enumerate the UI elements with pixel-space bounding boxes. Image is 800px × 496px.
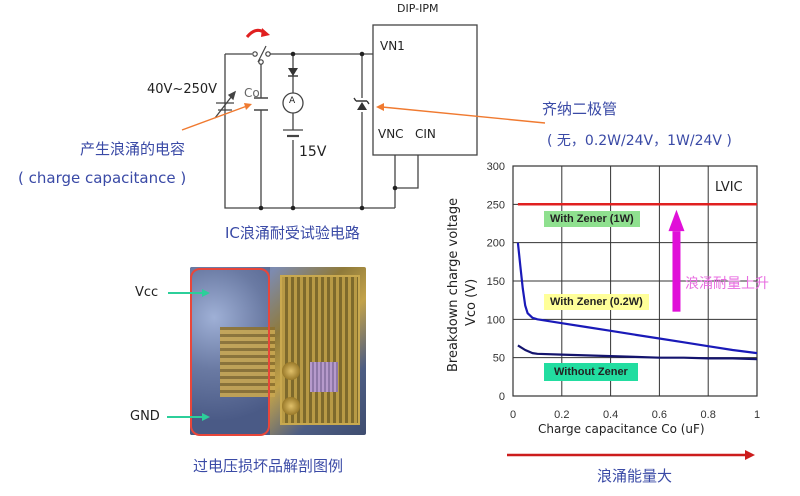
zener-annotation-cn: 齐纳二极管 [542,100,618,118]
chart-ticks: 0 0.2 0.4 0.6 0.8 1 0 50 100 150 200 250 300 [487,161,760,421]
surge-rise-arrow-shaft [672,231,681,312]
series-zener-02w-line [516,242,758,355]
wire-module-pins [394,155,419,208]
ammeter-label: A [289,96,296,106]
series-without-zener-line [517,344,758,361]
y-tick-label: 200 [487,238,505,250]
y-tick-label: 250 [487,199,505,211]
diode-icon [288,68,298,76]
legend-zener-02w: With Zener (0.2W) [544,294,649,310]
switch-arrowhead-icon [261,28,270,37]
switch-icon [252,45,271,65]
surge-rise-annotation: 浪涌耐量上升 [685,276,769,292]
x-tick-label: 0.6 [652,409,667,421]
zener-pointer-arrow [381,106,546,124]
x-axis-label: Charge capacitance Co (uF) [538,422,705,436]
x-tick-label: 1 [754,409,760,421]
ammeter-icon [282,92,304,114]
x-tick-label: 0 [510,409,516,421]
energy-larger-annotation: 浪涌能量大 [597,467,673,485]
ipm-module-box [372,24,478,156]
legend-zener-1w: With Zener (1W) [544,211,640,227]
surge-rise-arrowhead [668,209,685,232]
x-tick-label: 0.8 [701,409,716,421]
y-axis-label-line1: Breakdown charge voltage [446,197,461,372]
module-label: DIP-IPM [397,2,439,15]
capacitor-icon [254,97,268,111]
energy-arrowhead [745,450,755,460]
capacitor-pointer-arrow [181,105,248,131]
gnd-label: GND [130,409,160,424]
pin-cin-label: CIN [415,127,436,141]
circuit-title: IC浪涌耐受试验电路 [225,224,360,242]
y-tick-label: 50 [493,353,505,365]
y-tick-label: 150 [487,276,505,288]
capacitor-annotation-en: ( charge capacitance ) [18,169,187,187]
chart-annotations [507,209,755,460]
capacitor-label: Co [244,86,260,100]
x-tick-label: 0.2 [554,409,569,421]
chart-series [516,203,758,361]
x-tick-label: 0.4 [603,409,618,421]
y-tick-label: 300 [487,161,505,173]
y-tick-label: 100 [487,314,505,326]
zener-diode-icon [353,97,370,110]
die-photo-caption: 过电压损坏品解剖图例 [193,457,344,475]
battery-icon [283,129,303,138]
lvic-label: LVIC [715,180,743,195]
legend-without-zener: Without Zener [544,363,638,381]
zener-annotation-options: ( 无，0.2W/24V，1W/24V ) [547,133,732,149]
damage-area-outline [190,268,270,436]
pin-vn1-label: VN1 [380,39,405,53]
damaged-die-photo [190,267,366,435]
y-axis-label-line2: Vco (V) [464,278,479,326]
y-tick-label: 0 [499,391,505,403]
pin-vnc-label: VNC [378,127,404,141]
vcc-label: Vcc [135,285,159,300]
variable-source-icon [214,90,237,119]
battery-voltage-label: 15V [299,144,327,160]
junction-dots [258,51,398,211]
capacitor-annotation-cn: 产生浪涌的电容 [80,140,186,158]
supply-range-label: 40V~250V [147,82,218,97]
